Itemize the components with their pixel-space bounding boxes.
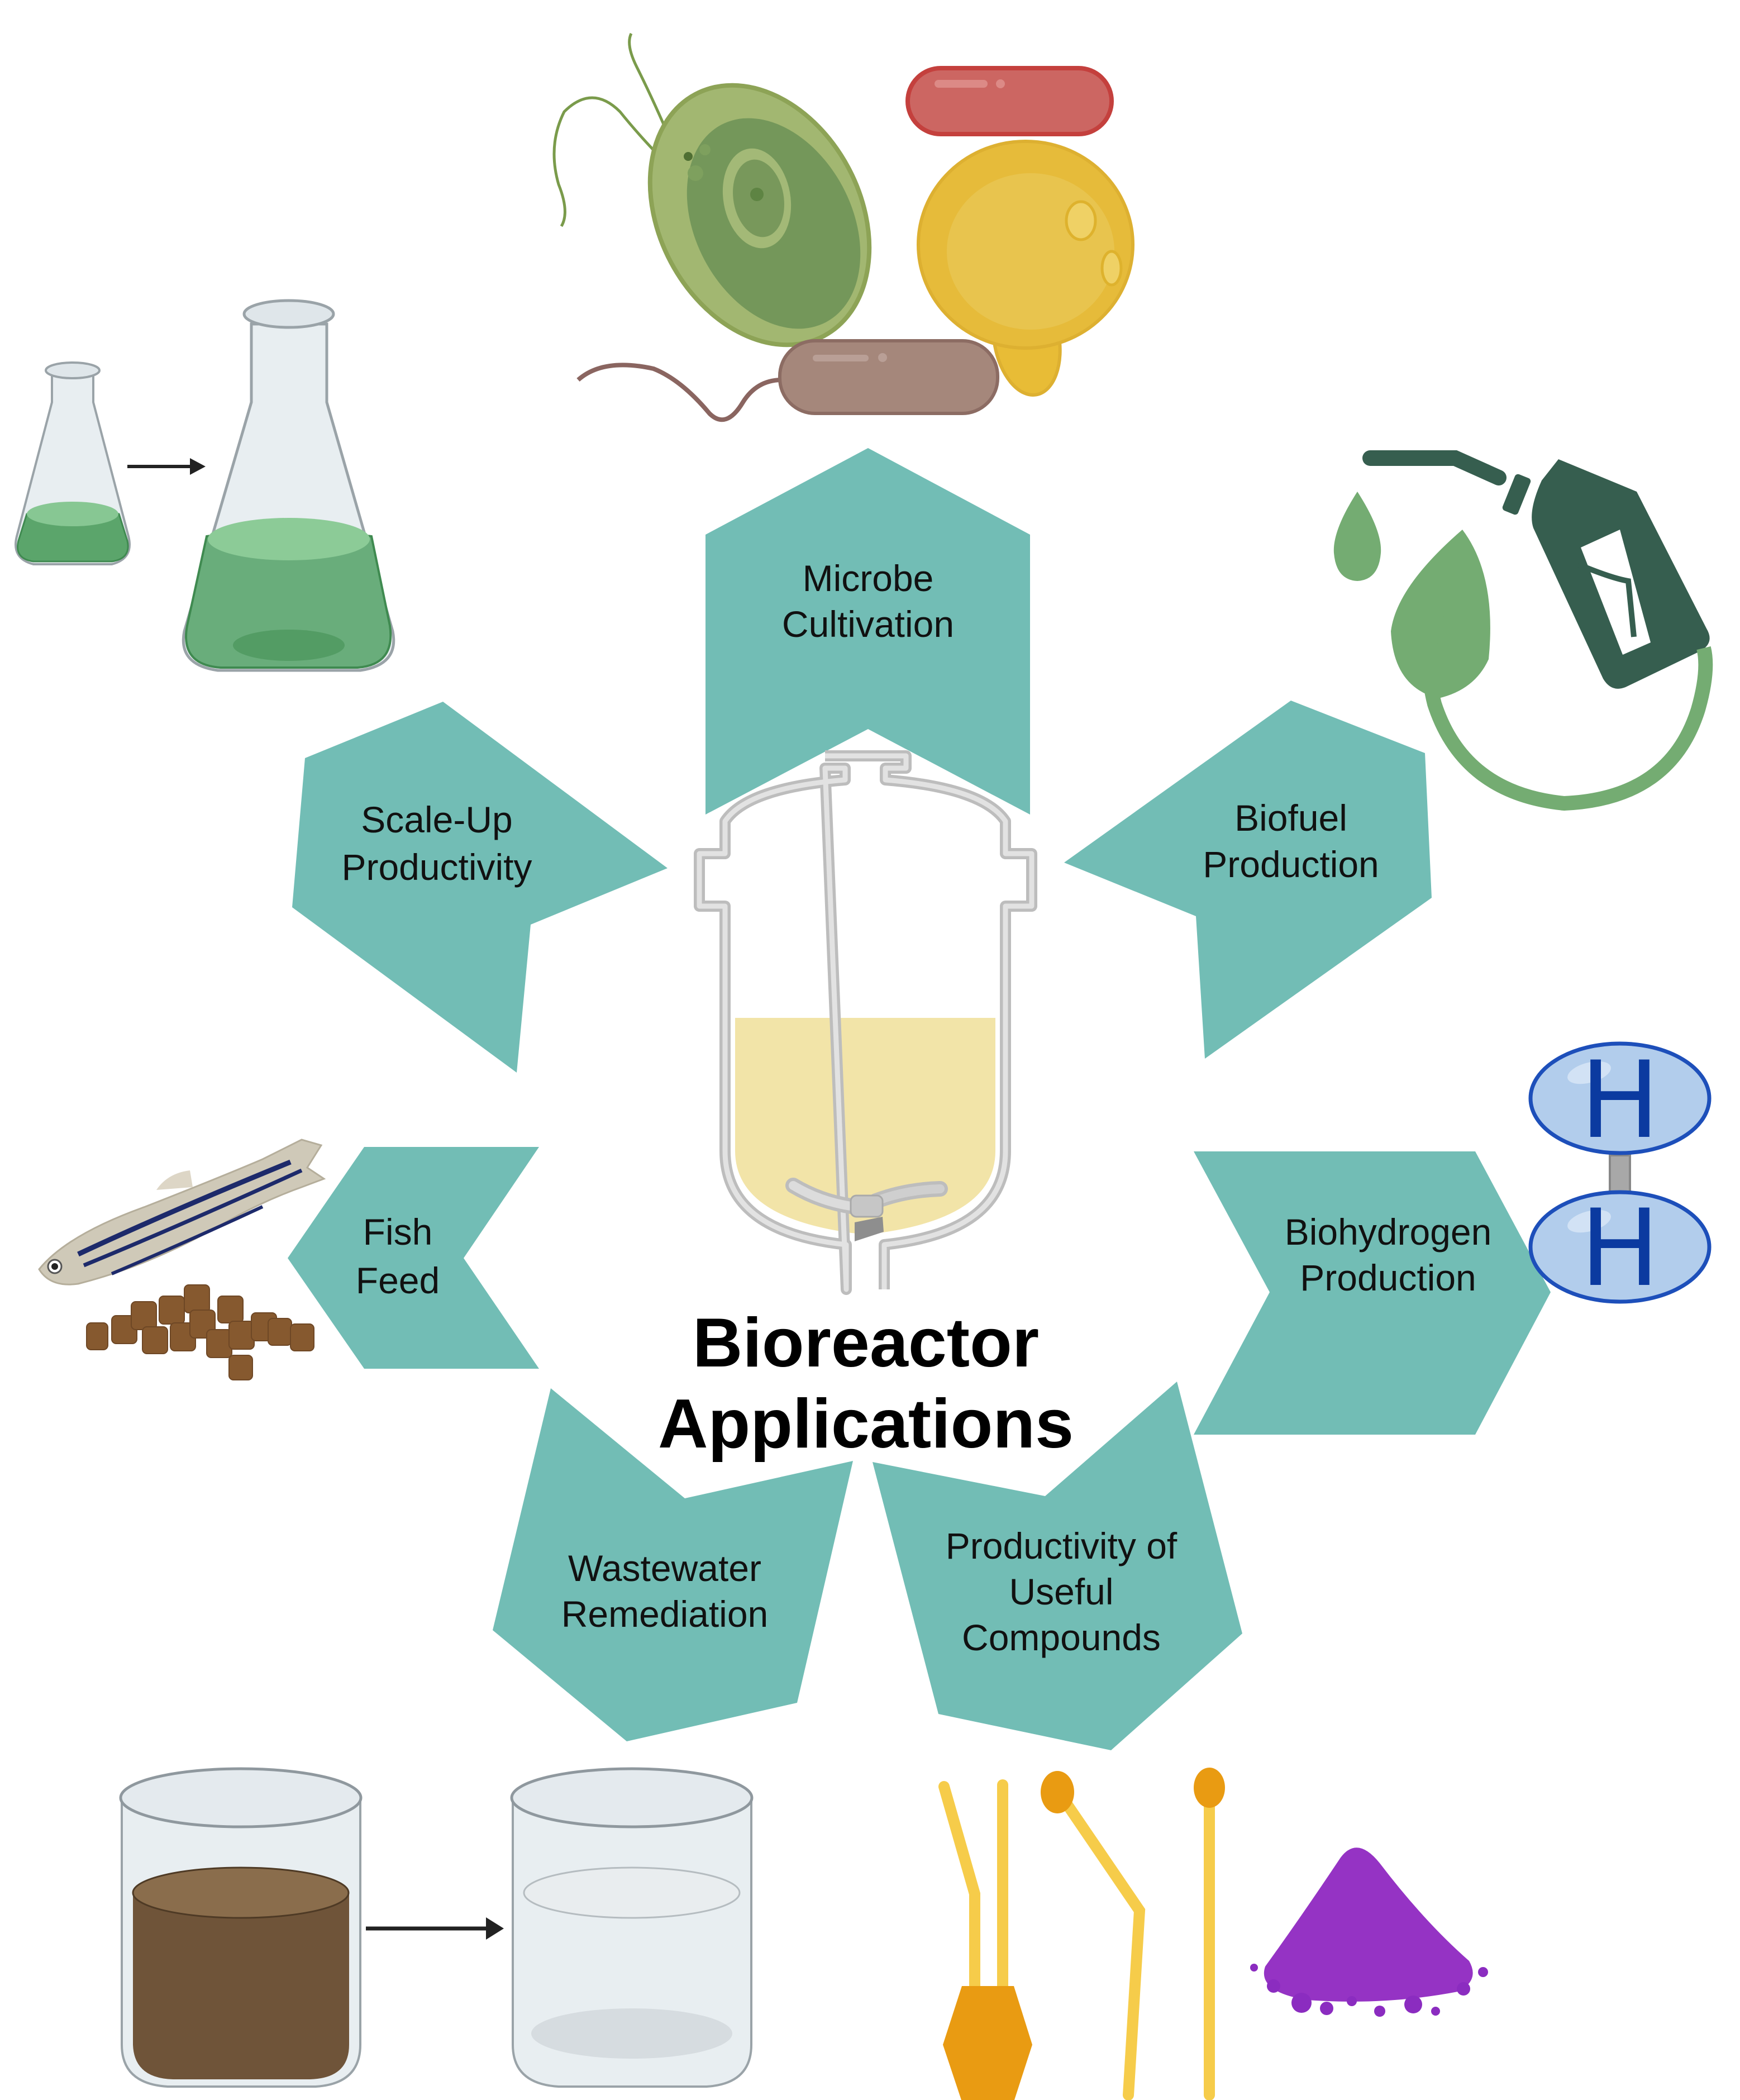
label-line: Wastewater	[568, 1547, 761, 1589]
label-line: Productivity	[341, 846, 532, 888]
label-line: Production	[1300, 1257, 1476, 1298]
chevron-scale-up-productivity: Scale-Up Productivity	[292, 702, 668, 1073]
chevron-useful-compounds: Productivity of Useful Compounds	[873, 1382, 1242, 1750]
svg-text:Production: Production	[1300, 1257, 1476, 1298]
svg-text:Bioreactor: Bioreactor	[693, 1304, 1039, 1382]
label-line: Productivity of	[946, 1525, 1178, 1566]
label-line: Scale-Up	[361, 799, 512, 840]
label-line: Cultivation	[782, 603, 954, 645]
svg-text:Applications: Applications	[658, 1385, 1074, 1463]
title-line-2: Applications	[658, 1385, 1074, 1463]
label-line: Biofuel	[1234, 797, 1347, 839]
hydrogen-atom-label: H	[1580, 1187, 1660, 1310]
lipid-powder-icon	[938, 1768, 1488, 2100]
fish-pellets-icon	[38, 1139, 326, 1380]
svg-text:Cultivation: Cultivation	[782, 603, 954, 645]
svg-text:Productivity: Productivity	[341, 846, 532, 888]
beakers-icon	[119, 1767, 754, 2088]
svg-text:Compounds: Compounds	[962, 1617, 1161, 1658]
chevron-fish-feed: Fish Feed	[288, 1147, 539, 1369]
svg-text:Feed: Feed	[356, 1260, 440, 1301]
svg-text:Scale-Up: Scale-Up	[361, 799, 512, 840]
svg-text:Productivity of: Productivity of	[946, 1525, 1178, 1566]
label-line: Remediation	[561, 1593, 769, 1635]
label-line: Feed	[356, 1260, 440, 1301]
chevron-biohydrogen-production: Biohydrogen Production	[1194, 1151, 1551, 1435]
svg-text:Microbe: Microbe	[803, 558, 934, 599]
biofuel-pump-icon	[1333, 450, 1713, 811]
label-line: Fish	[363, 1211, 433, 1253]
svg-text:H: H	[1580, 1039, 1660, 1162]
label-line: Compounds	[962, 1617, 1161, 1658]
hydrogen-atom-label: H	[1580, 1039, 1660, 1162]
svg-text:Wastewater: Wastewater	[568, 1547, 761, 1589]
label-line: Microbe	[803, 558, 934, 599]
svg-text:Biohydrogen: Biohydrogen	[1285, 1211, 1492, 1253]
bioreactor-vessel-icon	[694, 750, 1037, 1295]
hydrogen-molecule-icon: H H	[1528, 1039, 1712, 1310]
svg-text:Remediation: Remediation	[561, 1593, 769, 1635]
svg-text:Fish: Fish	[363, 1211, 433, 1253]
chevron-microbe-cultivation: Microbe Cultivation	[705, 448, 1030, 815]
chevron-biofuel-production: Biofuel Production	[1064, 701, 1432, 1059]
page-title: Bioreactor Applications	[658, 1304, 1074, 1463]
title-line-1: Bioreactor	[693, 1304, 1039, 1382]
svg-text:Useful: Useful	[1009, 1571, 1113, 1612]
label-line: Useful	[1009, 1571, 1113, 1612]
chevron-wastewater-remediation: Wastewater Remediation	[493, 1388, 853, 1741]
svg-text:H: H	[1580, 1187, 1660, 1310]
svg-text:Production: Production	[1203, 844, 1379, 885]
label-line: Biohydrogen	[1285, 1211, 1492, 1253]
flasks-icon	[15, 299, 395, 672]
microorganisms-icon	[552, 32, 1134, 422]
label-line: Production	[1203, 844, 1379, 885]
svg-text:Biofuel: Biofuel	[1234, 797, 1347, 839]
